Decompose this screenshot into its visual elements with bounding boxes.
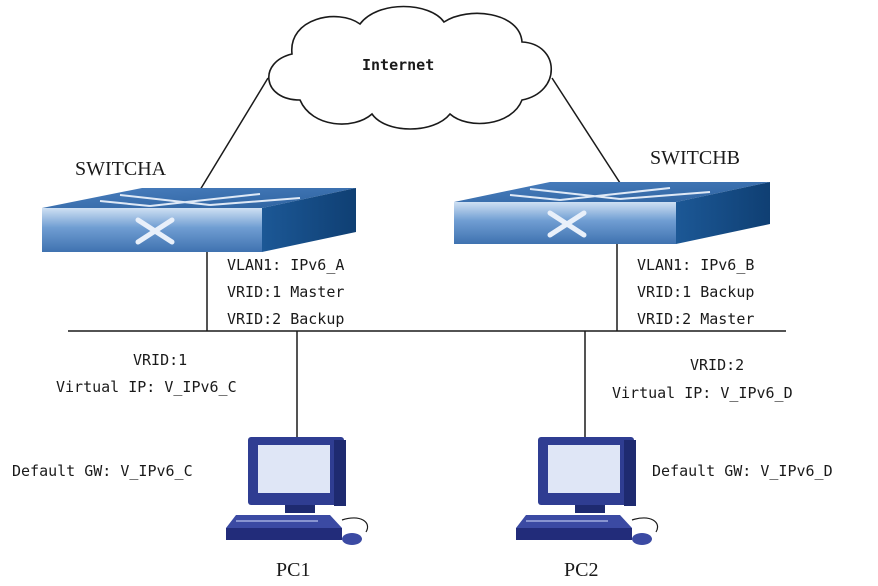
uplink-switch-a [199,77,269,191]
switch-a-vrid1: VRID:1 Master [227,283,345,301]
pc2-gateway: Default GW: V_IPv6_D [652,462,833,480]
pc1-computer [226,437,369,545]
switch-a-vrid2: VRID:2 Backup [227,310,345,328]
pc1-gateway: Default GW: V_IPv6_C [12,462,193,480]
switch-b-vrid2: VRID:2 Master [637,310,755,328]
switch-b-device [454,182,770,244]
switch-b-name: SWITCHB [650,147,740,169]
pc2-computer [516,437,659,545]
group1-vrid: VRID:1 [133,351,188,369]
pc1-name: PC1 [276,559,311,581]
internet-cloud [268,5,553,130]
switch-a-vlan: VLAN1: IPv6_A [227,256,345,274]
switch-a-device [42,188,356,252]
group2-vrid: VRID:2 [690,356,745,374]
group1-virtual-ip: Virtual IP: V_IPv6_C [56,378,237,396]
switch-b-vrid1: VRID:1 Backup [637,283,755,301]
switch-b-vlan: VLAN1: IPv6_B [637,256,755,274]
group2-virtual-ip: Virtual IP: V_IPv6_D [612,384,793,402]
pc2-name: PC2 [564,559,599,581]
uplink-switch-b [551,77,623,187]
internet-label: Internet [362,56,435,74]
switch-a-name: SWITCHA [75,158,167,180]
